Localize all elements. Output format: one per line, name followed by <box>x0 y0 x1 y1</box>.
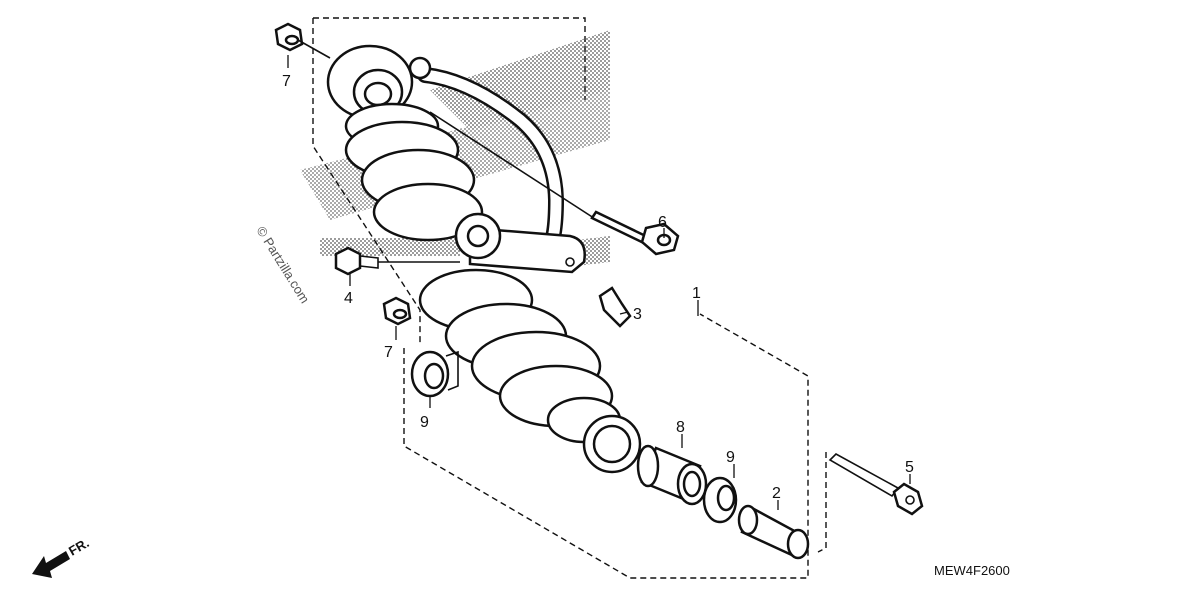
part-6-upper-mount-bolt <box>429 111 680 256</box>
callout-2: 2 <box>772 485 781 502</box>
callout-8: 8 <box>676 419 685 436</box>
callout-9-right: 9 <box>726 449 735 466</box>
part-7-upper-nut <box>274 22 331 59</box>
part-8-bushing <box>636 444 708 506</box>
part-9-dust-seal-right <box>702 476 738 524</box>
diagram-code: MEW4F2600 <box>934 563 1010 578</box>
front-arrow: FR. <box>32 535 92 578</box>
callout-5: 5 <box>905 459 914 476</box>
part-2-collar <box>737 504 810 560</box>
part-9-dust-seal-left <box>410 350 459 398</box>
callout-3: 3 <box>633 306 642 323</box>
callouts: 1 2 3 4 5 6 7 7 8 9 9 <box>282 73 914 502</box>
shock-absorber <box>326 44 642 474</box>
leader-lines <box>287 55 911 510</box>
part-3-clip <box>598 286 632 328</box>
callout-6: 6 <box>658 214 667 231</box>
callout-7-upper: 7 <box>282 73 291 90</box>
callout-7-lower: 7 <box>384 344 393 361</box>
part-4-bolt <box>334 246 460 276</box>
callout-9-left: 9 <box>420 414 429 431</box>
watermark: © Partzilla.com <box>253 224 312 306</box>
front-label: FR. <box>66 535 92 558</box>
part-7-lower-nut <box>382 296 412 326</box>
callout-4: 4 <box>344 290 353 307</box>
part-5-lower-mount-bolt <box>828 453 924 516</box>
assembly-outline <box>312 17 827 579</box>
callout-1: 1 <box>692 285 701 302</box>
